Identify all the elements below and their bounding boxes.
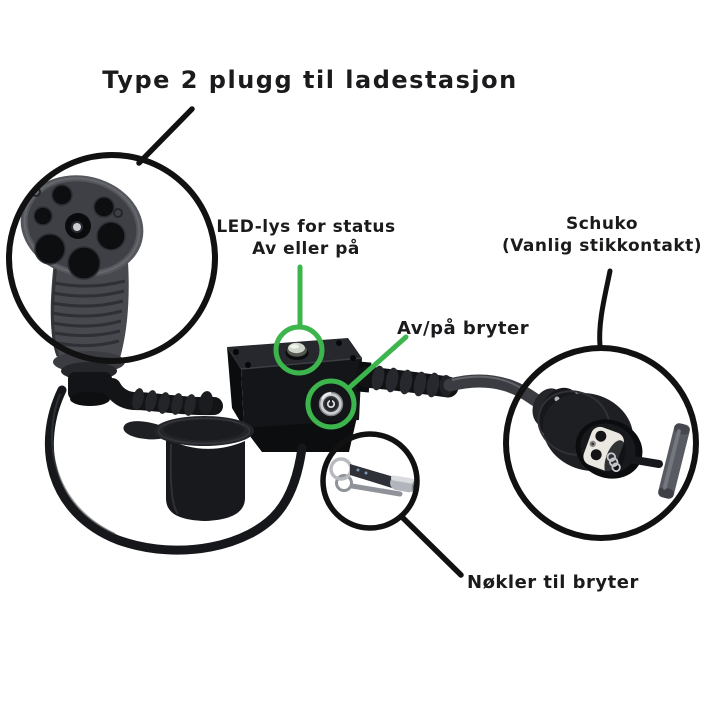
title: Type 2 plugg til ladestasjon xyxy=(102,66,518,94)
tubular-keys xyxy=(329,457,418,497)
type2-callout-circle xyxy=(6,152,218,364)
protective-cap xyxy=(123,416,254,521)
led-label-line2: Av eller på xyxy=(252,239,360,259)
box-screws xyxy=(233,340,356,368)
type2-leader-line xyxy=(136,106,195,166)
schuko-label-line2: (Vanlig stikkontakt) xyxy=(501,236,703,256)
schuko-face-plate xyxy=(583,426,626,477)
cable-loop xyxy=(44,385,307,555)
switch-callout-circle xyxy=(305,378,357,430)
schuko-label-line1: Schuko xyxy=(565,214,639,234)
schuko-socket xyxy=(532,387,690,499)
keys-leader-line xyxy=(400,515,464,578)
schuko-label: Schuko (Vanlig stikkontakt) xyxy=(502,213,702,257)
type2-plug xyxy=(20,175,144,406)
schuko-leader-line xyxy=(597,268,613,349)
type2-plug-face xyxy=(20,175,144,280)
keys-label: Nøkler til bryter xyxy=(467,572,639,593)
key-switch xyxy=(318,391,344,417)
led-label-line1: LED-lys for status xyxy=(216,217,396,237)
led-label: LED-lys for status Av eller på xyxy=(216,216,395,260)
schuko-cap-handle xyxy=(658,423,690,499)
keys-callout-circle xyxy=(320,431,420,531)
led-indicator xyxy=(285,342,309,360)
left-cable-sleeve xyxy=(103,378,223,416)
switch-label: Av/på bryter xyxy=(397,318,530,339)
switch-leader-line xyxy=(347,334,409,390)
